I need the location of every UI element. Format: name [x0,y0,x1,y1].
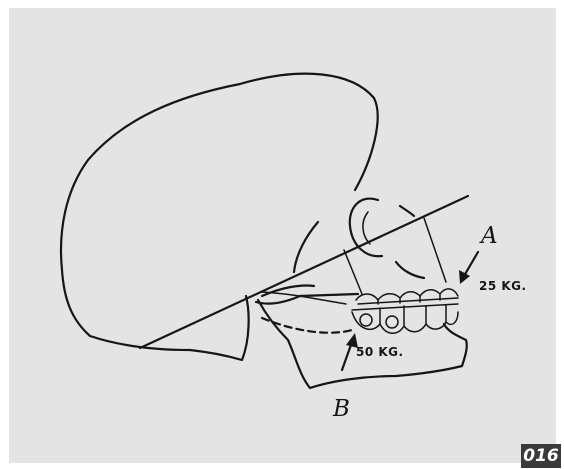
image-number-badge: 016 [521,444,561,468]
zygomatic-outline [294,222,318,272]
skull-outline [61,74,378,360]
arrow-a-icon [459,252,478,284]
label-b: B [333,398,350,421]
label-force-upper: 25 KG. [479,280,527,292]
vertical-line-right [424,218,446,282]
nasal-outline [396,206,424,278]
reference-line [140,196,468,348]
orbit-inner-line [363,212,370,244]
label-a: A [481,225,498,248]
lower-teeth [352,304,458,333]
mandible-outline [258,300,467,388]
label-force-lower: 50 KG. [356,346,404,358]
maxilla-line [300,294,358,296]
vertical-line-left [344,250,362,294]
upper-teeth [356,289,458,304]
